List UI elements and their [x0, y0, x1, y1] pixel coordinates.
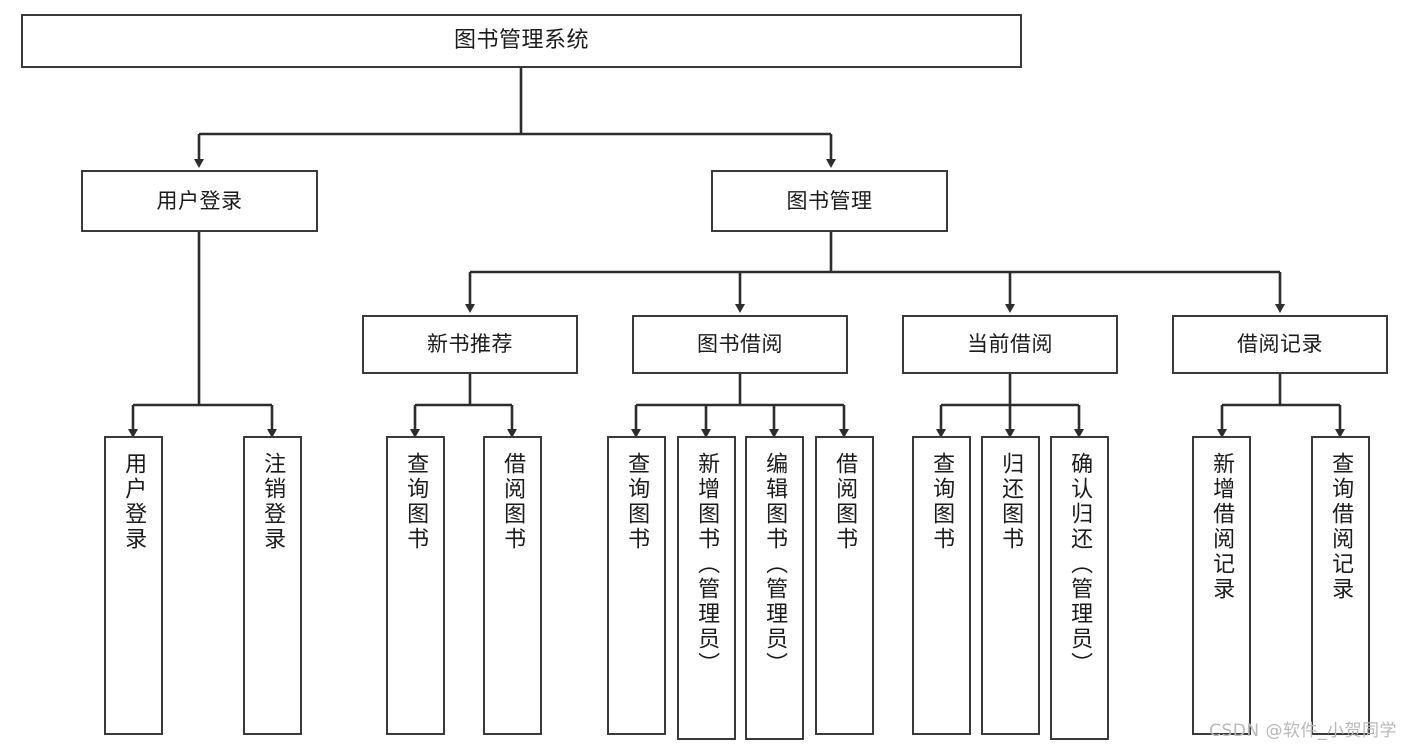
node-label: 图书管理	[786, 188, 873, 213]
node-label: 新增借阅记录	[1209, 452, 1235, 602]
node-label: 注销登录	[260, 452, 286, 552]
node-book-borrow[interactable]: 图书借阅	[632, 315, 848, 374]
leaf-book-borrow-borrow-book[interactable]: 借阅图书	[815, 436, 874, 735]
node-new-book-recommend[interactable]: 新书推荐	[362, 315, 578, 374]
node-label: 借阅记录	[1237, 332, 1323, 357]
node-label: 图书借阅	[697, 332, 783, 357]
node-current-borrow[interactable]: 当前借阅	[902, 315, 1118, 374]
node-user-login[interactable]: 用户登录	[81, 170, 318, 232]
leaf-book-borrow-add-book-admin[interactable]: 新增图书（管理员）	[677, 436, 736, 740]
leaf-current-borrow-return-book[interactable]: 归还图书	[981, 436, 1040, 735]
node-label: 查询图书	[929, 452, 955, 552]
leaf-new-book-query-book[interactable]: 查询图书	[386, 436, 445, 735]
node-root-book-management-system[interactable]: 图书管理系统	[21, 14, 1022, 68]
node-label: 用户登录	[121, 452, 147, 552]
node-label: 借阅图书	[832, 452, 858, 552]
node-label: 用户登录	[156, 188, 243, 213]
node-label: 查询图书	[403, 452, 429, 552]
leaf-borrow-record-query-record[interactable]: 查询借阅记录	[1311, 436, 1370, 735]
node-label: 新增图书（管理员）	[694, 452, 720, 677]
node-label: 查询借阅记录	[1328, 452, 1354, 602]
leaf-book-borrow-query-book[interactable]: 查询图书	[607, 436, 666, 735]
node-book-management[interactable]: 图书管理	[711, 170, 948, 232]
node-label: 归还图书	[998, 452, 1024, 552]
leaf-user-login-login[interactable]: 用户登录	[104, 436, 163, 735]
leaf-new-book-borrow-book[interactable]: 借阅图书	[483, 436, 542, 735]
leaf-current-borrow-query-book[interactable]: 查询图书	[912, 436, 971, 735]
node-label: 借阅图书	[500, 452, 526, 552]
leaf-current-borrow-confirm-return-admin[interactable]: 确认归还（管理员）	[1050, 436, 1109, 740]
node-label: 编辑图书（管理员）	[762, 452, 788, 677]
node-label: 查询图书	[624, 452, 650, 552]
leaf-user-login-logout[interactable]: 注销登录	[243, 436, 302, 735]
watermark: CSDN @软件_小贺同学	[1209, 721, 1397, 741]
node-label: 确认归还（管理员）	[1067, 452, 1093, 677]
node-label: 当前借阅	[967, 332, 1053, 357]
node-label: 新书推荐	[427, 332, 513, 357]
node-label: 图书管理系统	[453, 28, 589, 54]
leaf-borrow-record-add-record[interactable]: 新增借阅记录	[1192, 436, 1251, 735]
node-borrow-record[interactable]: 借阅记录	[1172, 315, 1388, 374]
leaf-book-borrow-edit-book-admin[interactable]: 编辑图书（管理员）	[745, 436, 804, 740]
